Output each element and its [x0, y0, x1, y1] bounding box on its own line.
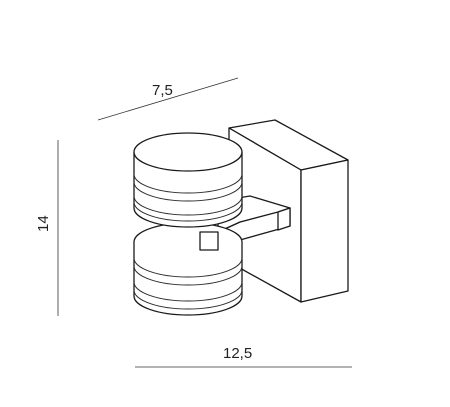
depth-dimension-label: 7,5: [152, 82, 173, 99]
upper-cylinder-band-1: [133, 173, 243, 194]
arm-front-face: [277, 207, 291, 231]
lower-cylinder-band-2: [133, 265, 243, 286]
depth-dimension-line: [97, 77, 239, 121]
lower-cylinder-band-1: [133, 257, 243, 278]
upper-cylinder-band-2: [133, 181, 243, 202]
upper-cylinder-body: [133, 151, 243, 228]
arm-clamp: [199, 231, 219, 251]
upper-cylinder-band-4: [133, 201, 243, 222]
upper-cylinder: [133, 132, 243, 228]
height-dimension-label: 14: [35, 215, 52, 232]
lower-cylinder-band-3: [133, 281, 243, 302]
dimension-lines: [57, 77, 352, 368]
lower-cylinder-band-4: [133, 289, 243, 310]
upper-cylinder-band-3: [133, 195, 243, 216]
mount-plate-front-face: [300, 159, 349, 303]
width-dimension-label: 12,5: [223, 345, 252, 362]
upper-cylinder-top-face: [133, 132, 243, 172]
lower-cylinder: [133, 222, 243, 316]
